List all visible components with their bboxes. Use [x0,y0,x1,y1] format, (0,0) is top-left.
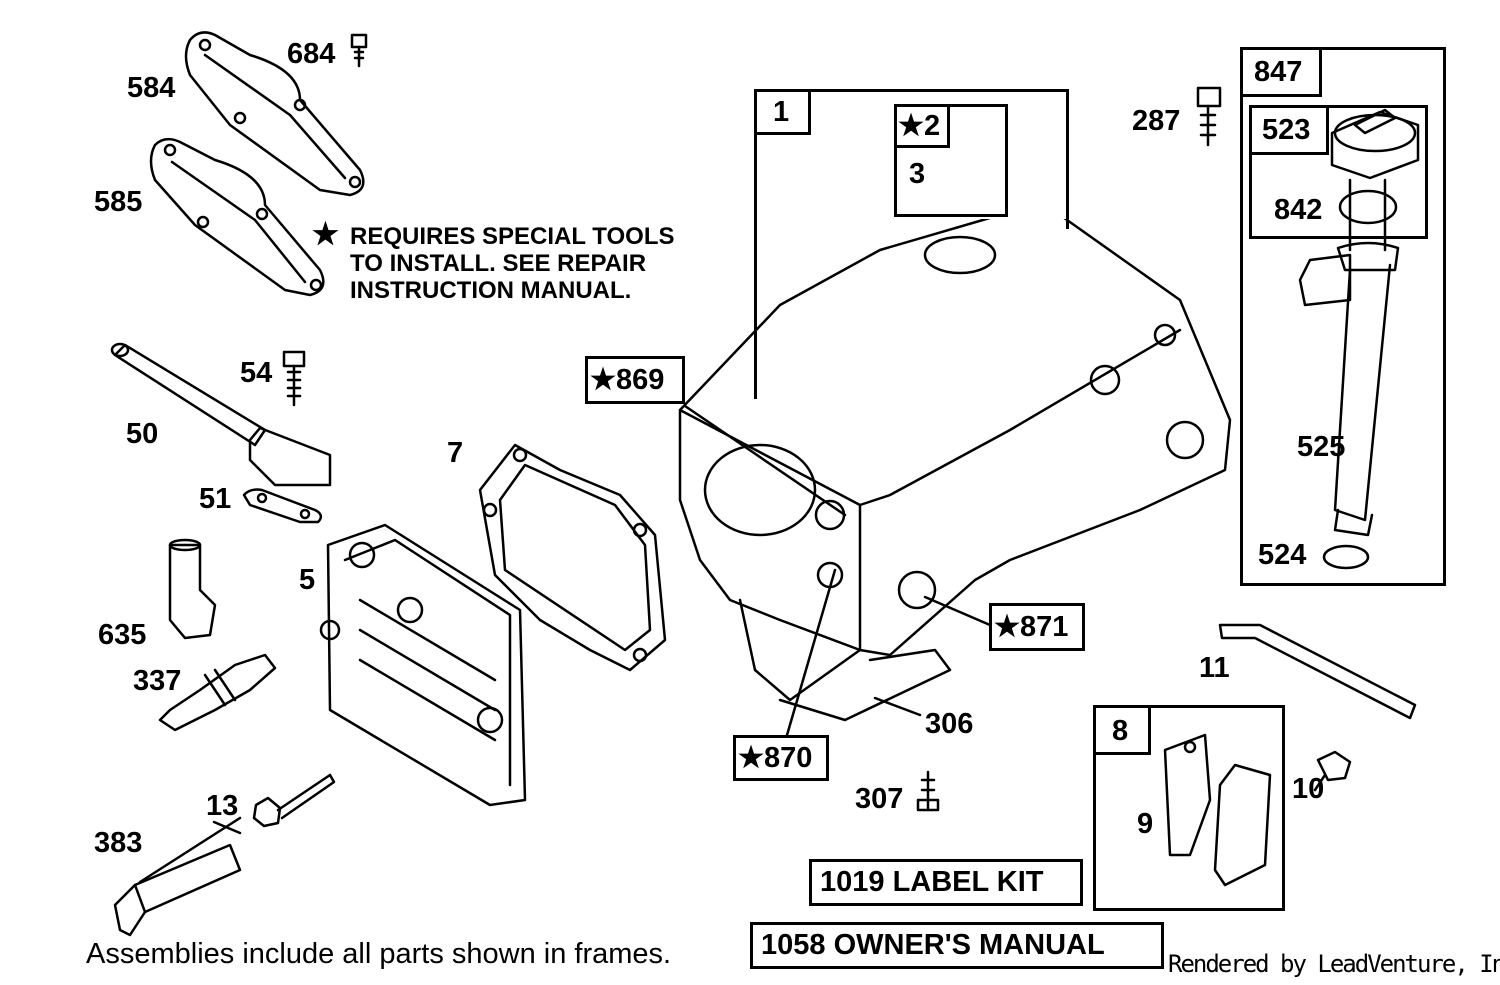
label-1: 1 [773,96,790,128]
label-842: 842 [1274,194,1323,226]
gasket-585-drawing [149,137,325,297]
cylinder-head-5-drawing [319,523,527,807]
label-11: 11 [1199,652,1230,684]
label-585: 585 [94,186,143,218]
owners-manual-1058: 1058 OWNER'S MANUAL [750,922,1164,969]
frame-assembly-1-right [1066,89,1069,229]
label-3: 3 [909,158,926,190]
elbow-635-drawing [168,538,217,640]
screw-307-drawing [916,770,940,812]
leader-lines [212,404,992,835]
label-7: 7 [447,437,464,469]
frame-847-tag [1240,47,1322,97]
frame-assembly-847 [1240,47,1446,586]
assemblies-footnote: Assemblies include all parts shown in fr… [86,938,672,970]
label-54: 54 [240,357,273,389]
label-kit-1019: 1019 LABEL KIT [809,859,1083,906]
special-tools-note: ★ REQUIRES SPECIAL TOOLS TO INSTALL. SEE… [312,220,675,305]
note-line-1: REQUIRES SPECIAL TOOLS [350,223,675,250]
tool-383-drawing [113,816,242,937]
callout-871-frame [989,603,1085,651]
callout-870-frame [733,735,829,781]
label-684: 684 [287,38,336,70]
label-287: 287 [1132,105,1181,137]
callout-869-frame [585,356,685,404]
frame-assembly-523 [1249,105,1428,239]
gasket-584-drawing [184,31,365,197]
rod-11-drawing [1218,623,1417,720]
label-635: 635 [98,619,147,651]
engine-block-1-drawing [678,213,1232,722]
label-13: 13 [206,790,239,822]
frame-assembly-2 [894,104,1008,217]
frame-8-tag [1093,705,1151,755]
label-50: 50 [126,418,159,450]
label-9: 9 [1137,808,1154,840]
frame-assembly-1-left [754,89,757,399]
frame-1-tag [754,89,811,135]
dipstick-assembly-drawing [1298,108,1420,570]
screw-287-drawing [1196,86,1222,147]
screw-10-drawing [1313,750,1352,792]
breather-9-drawing [1163,733,1272,887]
note-line-3: INSTRUCTION MANUAL. [350,277,632,304]
label-870: ★870 [738,742,813,774]
screw-684-drawing [350,33,368,68]
label-524: 524 [1258,539,1307,571]
label-869: ★869 [590,364,665,396]
bolt-13-drawing [252,773,336,828]
label-847: 847 [1254,56,1303,88]
note-line-2: TO INSTALL. SEE REPAIR [350,250,647,277]
label-871: ★871 [994,611,1069,643]
star-icon: ★ [312,218,339,251]
label-306: 306 [925,708,974,740]
label-584: 584 [127,72,176,104]
frame-2-tag [894,104,950,148]
frame-assembly-8 [1093,705,1285,911]
label-383: 383 [94,827,143,859]
label-5: 5 [299,564,316,596]
label-10: 10 [1292,773,1325,805]
spark-plug-337-drawing [158,653,277,732]
head-gasket-7-drawing [478,443,667,672]
render-credit: Rendered by LeadVenture, Inc. [1168,950,1500,978]
label-8: 8 [1112,715,1129,747]
bolt-54-drawing [282,350,306,407]
frame-523-tag [1249,105,1329,155]
label-523: 523 [1262,114,1311,146]
label-307: 307 [855,783,904,815]
breather-tube-50-drawing [110,342,332,524]
label-51: 51 [199,483,232,515]
label-337: 337 [133,665,182,697]
label-2: ★2 [898,110,941,142]
label-525: 525 [1297,431,1346,463]
